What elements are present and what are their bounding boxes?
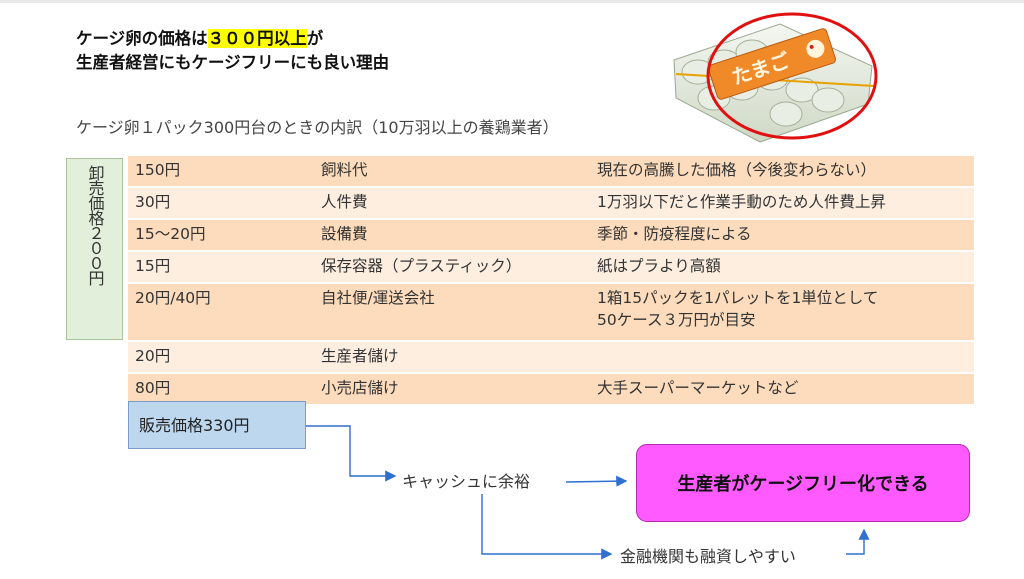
table-row: 20円 生産者儲け (128, 341, 974, 374)
amount-cell: 80円 (128, 373, 314, 406)
item-cell: 保存容器（プラスティック） (314, 251, 590, 284)
title-highlight: ３００円以上 (207, 29, 307, 48)
note-line-1: 1箱15パックを1パレットを1単位として (597, 289, 879, 307)
red-circle-highlight (706, 12, 878, 140)
arrow-cash-to-result (565, 475, 628, 487)
item-cell: 小売店儲け (314, 373, 590, 406)
arrow-cash-to-finance (481, 494, 613, 560)
amount-cell: 30円 (128, 187, 314, 220)
table-row: 80円 小売店儲け 大手スーパーマーケットなど (128, 373, 974, 406)
note-cell: 紙はプラより高額 (590, 251, 974, 284)
note-cell (590, 341, 974, 374)
amount-cell: 15〜20円 (128, 219, 314, 252)
item-cell: 生産者儲け (314, 341, 590, 374)
title-line-2: 生産者経営にもケージフリーにも良い理由 (76, 53, 390, 72)
amount-cell: 20円 (128, 341, 314, 374)
cost-breakdown-table: 150円 飼料代 現在の高騰した価格（今後変わらない） 30円 人件費 1万羽以… (128, 156, 974, 406)
slide-title: ケージ卵の価格は３００円以上が 生産者経営にもケージフリーにも良い理由 (76, 27, 389, 75)
item-cell: 設備費 (314, 219, 590, 252)
amount-cell: 150円 (128, 156, 314, 188)
arrow-sale-to-cash (306, 425, 397, 482)
table-row: 15円 保存容器（プラスティック） 紙はプラより高額 (128, 251, 974, 284)
note-cell: 現在の高騰した価格（今後変わらない） (590, 156, 974, 188)
sale-price-box: 販売価格330円 (128, 401, 306, 449)
note-cell: 季節・防疫程度による (590, 219, 974, 252)
note-cell: 大手スーパーマーケットなど (590, 373, 974, 406)
egg-carton-image: たまご (673, 12, 878, 143)
amount-cell: 20円/40円 (128, 283, 314, 342)
arrow-finance-to-result (846, 528, 870, 555)
cage-free-result-box: 生産者がケージフリー化できる (636, 444, 970, 522)
table-row: 15〜20円 設備費 季節・防疫程度による (128, 219, 974, 252)
note-line-2: 50ケース３万円が目安 (597, 311, 756, 329)
table-row: 150円 飼料代 現在の高騰した価格（今後変わらない） (128, 156, 974, 188)
title-line-1: ケージ卵の価格は３００円以上が (76, 27, 389, 51)
item-cell: 自社便/運送会社 (314, 283, 590, 342)
result-text: 生産者がケージフリー化できる (677, 474, 929, 495)
title-pre: ケージ卵の価格は (76, 29, 208, 48)
title-post: が (306, 29, 324, 48)
wholesale-price-text: 卸売価格２００円 (85, 165, 105, 285)
amount-cell: 15円 (128, 251, 314, 284)
note-cell: 1万羽以下だと作業手動のため人件費上昇 (590, 187, 974, 220)
table-row: 30円 人件費 1万羽以下だと作業手動のため人件費上昇 (128, 187, 974, 220)
item-cell: 飼料代 (314, 156, 590, 188)
finance-text: 金融機関も融資しやすい (620, 547, 796, 566)
wholesale-price-label: 卸売価格２００円 (66, 158, 123, 340)
item-cell: 人件費 (314, 187, 590, 220)
breakdown-subtitle: ケージ卵１パック300円台のときの内訳（10万羽以上の養鶏業者） (76, 118, 559, 137)
note-cell: 1箱15パックを1パレットを1単位として 50ケース３万円が目安 (590, 283, 974, 342)
table-row: 20円/40円 自社便/運送会社 1箱15パックを1パレットを1単位として 50… (128, 283, 974, 342)
cash-margin-text: キャッシュに余裕 (402, 472, 531, 491)
top-border (0, 0, 1024, 3)
